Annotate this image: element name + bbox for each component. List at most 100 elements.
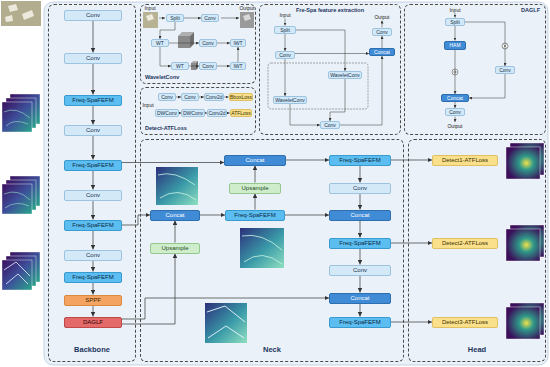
module-box: Conv (64, 53, 122, 64)
module-box: Freq-SpaFEFM (64, 95, 122, 106)
module-box: Upsample (150, 243, 200, 254)
heat-map (506, 229, 540, 261)
module-box: DWConv (181, 109, 204, 117)
dashed-group (268, 63, 368, 109)
module-box: Conv (199, 62, 217, 70)
module-label: Freq-SpaFEFM (339, 240, 380, 246)
io-label: Input (279, 13, 290, 18)
module-box: Conv (372, 28, 392, 36)
module-box: Conv (64, 250, 122, 261)
connector-arrow (360, 166, 361, 183)
heat-map (506, 147, 540, 179)
module-box: ATFLoss (230, 109, 253, 117)
module-label: Freq-SpaFEFM (339, 157, 380, 163)
connector-arrow (93, 106, 94, 125)
feature-map (2, 260, 32, 290)
module-box: Concat (441, 94, 469, 102)
connector-arrow (465, 22, 505, 66)
connector-arrow (122, 254, 175, 325)
feature-map (205, 303, 247, 343)
module-label: Concat (350, 212, 369, 218)
module-box: Conv (329, 183, 391, 194)
input-object (146, 14, 154, 21)
connector-arrow (391, 243, 432, 244)
module-label: Upsample (241, 185, 268, 191)
module-label: Split (450, 20, 460, 25)
module-label: Conv (86, 252, 100, 258)
io-label: Output (447, 124, 462, 129)
module-label: Conv (449, 110, 461, 115)
connector-arrow (360, 276, 361, 293)
module-box: Conv (495, 66, 515, 74)
flow-line (221, 18, 239, 19)
module-label: Conv (279, 53, 291, 58)
module-label: Conv (499, 68, 511, 73)
module-box: Conv (201, 14, 219, 22)
io-label: Input (142, 103, 153, 108)
connector-arrow (160, 47, 171, 66)
satellite-object (5, 15, 13, 22)
connector-arrow (122, 298, 329, 319)
module-label: ATFLoss (231, 111, 251, 116)
module-label: Conv2d (205, 95, 222, 100)
connector-arrow (285, 34, 286, 51)
module-box: Conv (445, 108, 465, 116)
module-box: Freq-SpaFEFM (64, 272, 122, 283)
feature-pattern (4, 262, 30, 284)
connector-arrow (93, 261, 94, 272)
module-label: Conv (86, 127, 100, 133)
region-panel: WaveletConvSplitConvWTConvIWTWTConvIWT (140, 4, 256, 84)
module-label: Concat (447, 96, 463, 101)
module-box: Split (445, 18, 465, 26)
module-box: WT (151, 39, 169, 47)
io-label: Input (144, 6, 155, 11)
module-label: Freq-SpaFEFM (72, 97, 113, 103)
module-box: Conv (64, 10, 122, 21)
connector-arrow (217, 43, 230, 44)
module-label: Detect1-ATFLoss (442, 157, 488, 163)
connector-arrow (285, 59, 286, 96)
module-box: Conv (275, 51, 295, 59)
satellite-image (1, 1, 41, 26)
region-title: WaveletConv (145, 75, 179, 81)
module-label: Freq-SpaFEFM (72, 222, 113, 228)
connector-arrow (175, 221, 176, 243)
feature-pattern (242, 235, 282, 264)
region-title: Detect-ATFLoss (145, 126, 187, 132)
feature-pattern (158, 174, 196, 200)
module-label: Conv (353, 267, 367, 273)
connector-arrow (169, 43, 199, 44)
module-box: Concat (329, 293, 391, 304)
module-label: DWConv (157, 111, 177, 116)
module-box: WT (171, 62, 189, 70)
module-label: Conv (376, 30, 388, 35)
module-label: WaveletConv (275, 98, 305, 103)
module-box: Conv (64, 190, 122, 201)
connector-arrow (382, 36, 383, 48)
feature-pattern (4, 110, 30, 126)
module-label: Conv (184, 95, 196, 100)
connector-arrow (184, 18, 201, 19)
module-label: Split (280, 28, 290, 33)
module-box: WaveletConv (273, 96, 307, 104)
module-label: Conv (353, 185, 367, 191)
module-label: Conv (161, 95, 173, 100)
io-label: Output (374, 15, 389, 20)
input-image (143, 12, 158, 28)
flow-line (382, 21, 383, 28)
module-box: Freq-SpaFEFM (64, 160, 122, 171)
module-label: Conv2d (208, 111, 225, 116)
module-label: Conv (202, 41, 214, 46)
module-label: DWConv (183, 111, 203, 116)
io-label: Input (449, 8, 460, 13)
connector-arrow (93, 306, 94, 317)
module-box: Conv2d (207, 109, 227, 117)
connector-arrow (255, 194, 256, 210)
connector-arrow (93, 21, 94, 53)
connector-arrow (295, 53, 369, 54)
module-box: Upsample (229, 183, 281, 194)
module-box: Concat (150, 210, 200, 221)
io-label: Output (239, 6, 254, 11)
module-label: Concat (165, 212, 184, 218)
